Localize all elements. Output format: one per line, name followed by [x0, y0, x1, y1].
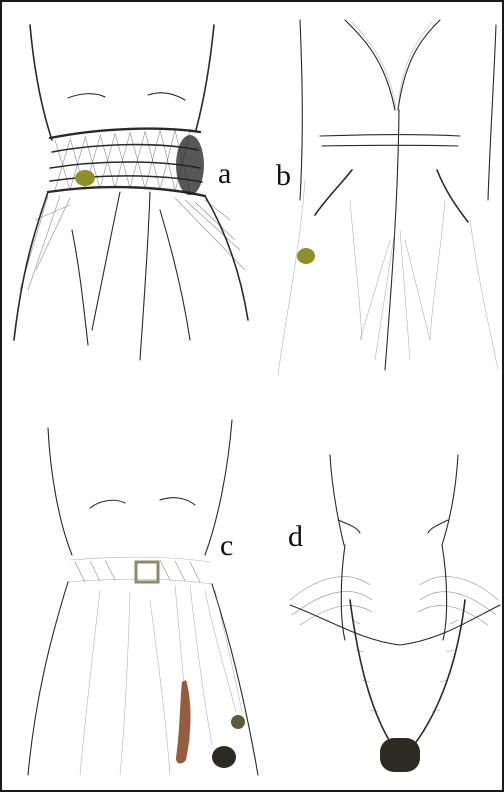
panel-b-bead — [297, 248, 315, 264]
panel-c-pendant-large — [212, 746, 236, 768]
panel-c-pendant-small — [231, 715, 245, 729]
panel-a-bead — [75, 170, 95, 186]
panel-label-a: a — [218, 157, 231, 190]
panel-label-d: d — [288, 520, 303, 553]
panel-label-c: c — [220, 529, 233, 562]
panel-label-b: b — [276, 159, 291, 192]
panel-d-pendant — [380, 738, 420, 772]
